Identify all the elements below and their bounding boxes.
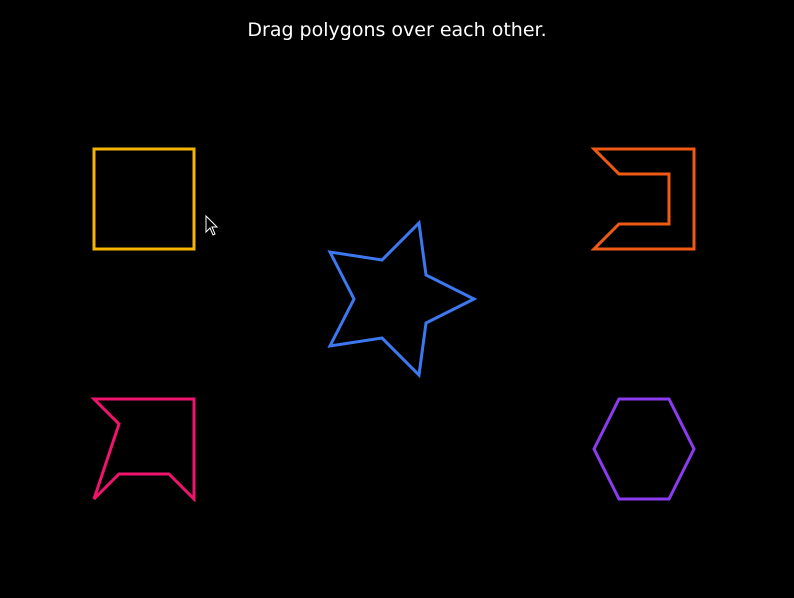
polygon-bracket[interactable] [590,147,696,251]
polygon-arrow-shape[interactable] [90,397,196,503]
polygon-star[interactable] [327,219,478,379]
polygon-square[interactable] [92,147,196,251]
instruction-text: Drag polygons over each other. [247,19,547,41]
arrow-cursor-icon [205,214,219,236]
polygon-hexagon[interactable] [592,397,696,501]
